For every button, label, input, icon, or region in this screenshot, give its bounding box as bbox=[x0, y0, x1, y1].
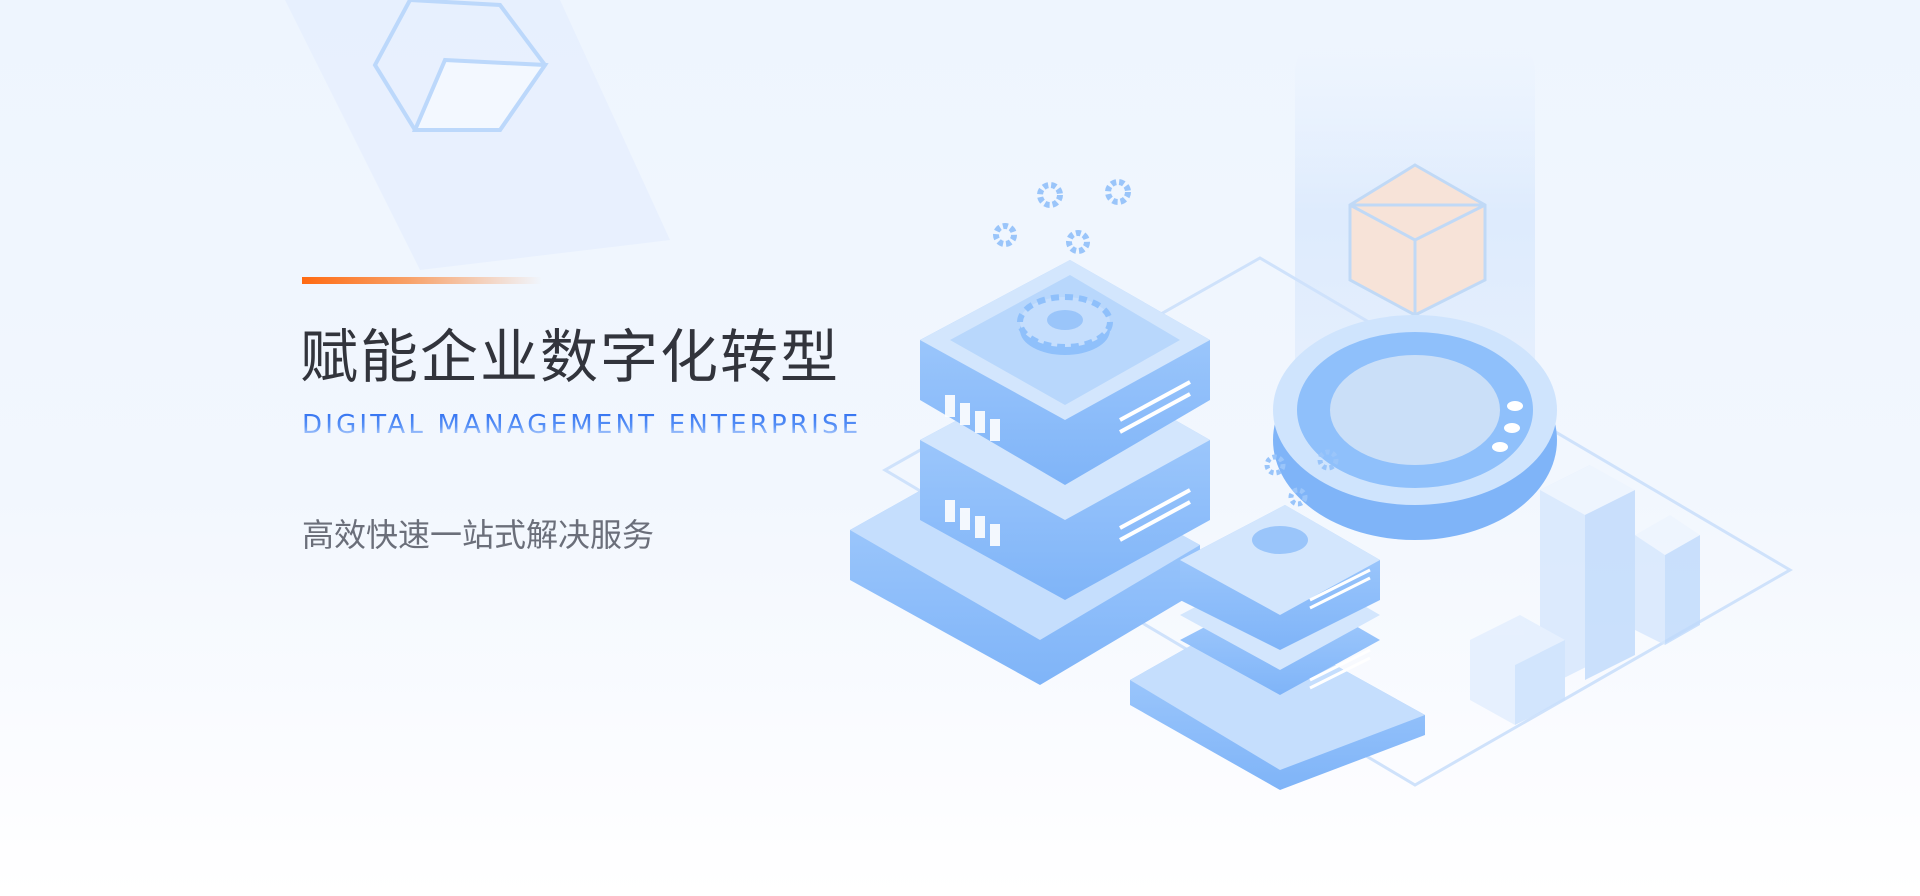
gear-icon bbox=[993, 179, 1131, 355]
light-beam bbox=[285, 0, 670, 270]
banner-title: 赋能企业数字化转型 bbox=[300, 323, 841, 391]
banner-subtitle-en: DIGITAL MANAGEMENT ENTERPRISE bbox=[302, 410, 862, 440]
server-stack-small bbox=[1130, 449, 1425, 790]
disk-platform bbox=[1273, 315, 1557, 540]
bar-blocks bbox=[1470, 465, 1700, 725]
banner-tagline: 高效快速一站式解决服务 bbox=[302, 516, 655, 554]
cube-outline-icon bbox=[372, 0, 549, 132]
cube-icon bbox=[1348, 163, 1487, 317]
server-stack-large bbox=[850, 260, 1210, 685]
accent-bar bbox=[302, 277, 542, 284]
